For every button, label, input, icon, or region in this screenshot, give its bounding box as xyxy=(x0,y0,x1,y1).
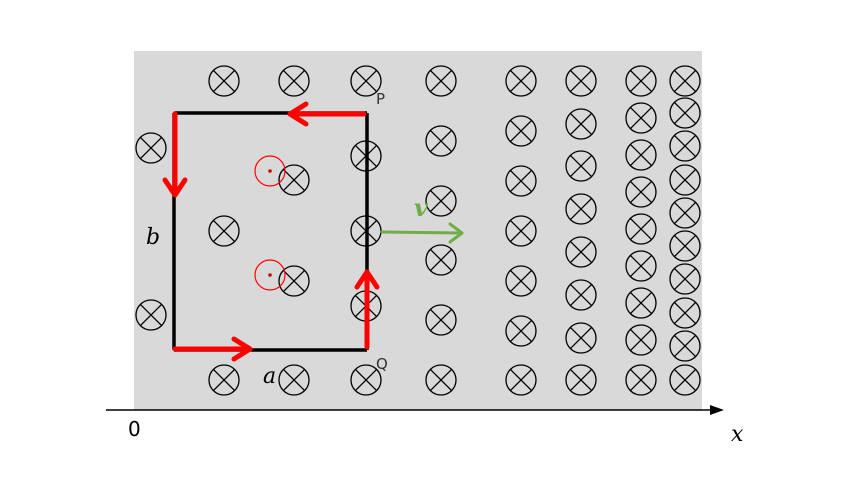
current-arrow-left xyxy=(162,111,188,198)
induced-field-dot-lower xyxy=(254,259,286,291)
velocity-label: v xyxy=(414,193,429,222)
side-b-label: b xyxy=(146,225,160,250)
corner-p-label: P xyxy=(376,90,385,108)
x-axis-label: x xyxy=(731,422,744,447)
side-a-label: a xyxy=(263,364,276,389)
current-arrow-right xyxy=(354,269,380,350)
induced-field-out-of-page xyxy=(254,155,286,291)
current-arrows xyxy=(162,101,380,362)
x-axis xyxy=(106,405,724,415)
current-arrow-top xyxy=(287,101,367,127)
velocity-arrow xyxy=(380,222,464,244)
origin-label: 0 xyxy=(128,417,141,441)
induced-field-dot-upper xyxy=(254,155,286,187)
current-arrow-bottom xyxy=(172,336,253,362)
magnetic-field-region xyxy=(134,51,702,410)
corner-q-label: Q xyxy=(376,355,388,373)
